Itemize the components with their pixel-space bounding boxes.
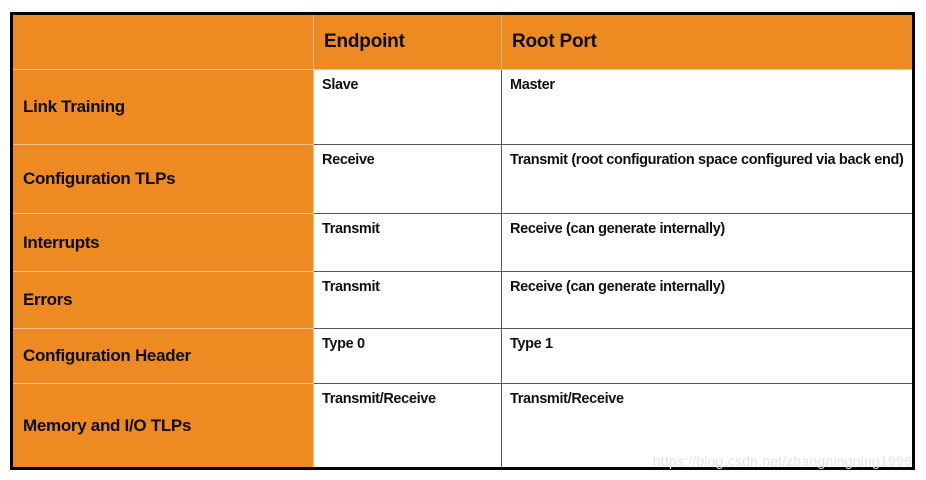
comparison-table-container: Endpoint Root Port Link Training Slave M… <box>10 12 915 470</box>
cell-rootport-memory-and-io-tlps: Transmit/Receive <box>501 383 914 469</box>
cell-endpoint-memory-and-io-tlps: Transmit/Receive <box>313 383 502 469</box>
cell-rootport-link-training: Master <box>501 69 914 145</box>
cell-endpoint-link-training: Slave <box>313 69 502 145</box>
table-row: Errors Transmit Receive (can generate in… <box>11 271 914 329</box>
cell-rootport-configuration-header: Type 1 <box>501 328 914 384</box>
table-row: Configuration Header Type 0 Type 1 <box>11 328 914 384</box>
cell-rootport-errors: Receive (can generate internally) <box>501 271 914 329</box>
row-label-memory-and-io-tlps: Memory and I/O TLPs <box>11 383 314 469</box>
row-label-configuration-tlps: Configuration TLPs <box>11 144 314 214</box>
cell-rootport-interrupts: Receive (can generate internally) <box>501 213 914 272</box>
cell-endpoint-configuration-tlps: Receive <box>313 144 502 214</box>
row-label-configuration-header: Configuration Header <box>11 328 314 384</box>
table-head: Endpoint Root Port <box>11 13 914 70</box>
row-label-errors: Errors <box>11 271 314 329</box>
table-row: Configuration TLPs Receive Transmit (roo… <box>11 144 914 214</box>
column-header-endpoint: Endpoint <box>313 13 502 70</box>
row-label-interrupts: Interrupts <box>11 213 314 272</box>
table-row: Interrupts Transmit Receive (can generat… <box>11 213 914 272</box>
cell-endpoint-configuration-header: Type 0 <box>313 328 502 384</box>
row-label-link-training: Link Training <box>11 69 314 145</box>
table-body: Link Training Slave Master Configuration… <box>11 69 914 469</box>
cell-endpoint-errors: Transmit <box>313 271 502 329</box>
table-row: Memory and I/O TLPs Transmit/Receive Tra… <box>11 383 914 469</box>
cell-endpoint-interrupts: Transmit <box>313 213 502 272</box>
column-header-rootport: Root Port <box>501 13 914 70</box>
table-header-row: Endpoint Root Port <box>11 13 914 70</box>
endpoint-vs-rootport-table: Endpoint Root Port Link Training Slave M… <box>10 12 915 470</box>
table-row: Link Training Slave Master <box>11 69 914 145</box>
cell-rootport-configuration-tlps: Transmit (root configuration space confi… <box>501 144 914 214</box>
column-header-feature <box>11 13 314 70</box>
